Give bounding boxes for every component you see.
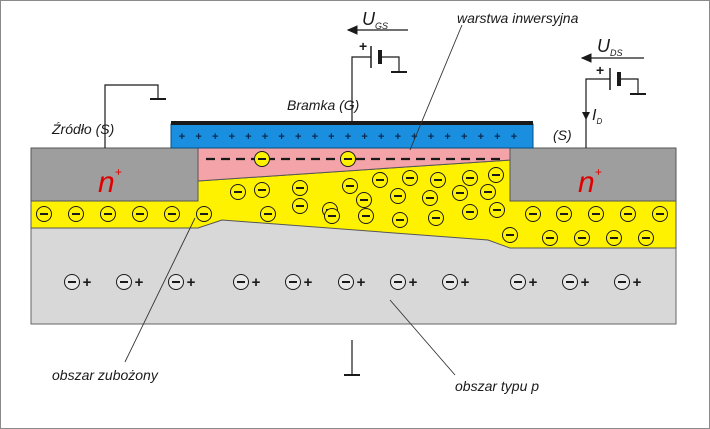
drain-wire <box>585 78 610 148</box>
gate-plus-charge: + <box>511 131 517 143</box>
uds-label: UDS <box>597 36 623 58</box>
depletion-leader-line <box>124 217 196 363</box>
hole-plus: + <box>529 274 538 291</box>
source-label: Źródło (S) <box>51 121 114 137</box>
ugs-wire <box>380 56 400 72</box>
gate-plus-charge: + <box>395 131 401 143</box>
p-region-label: obszar typu p <box>455 378 539 394</box>
drain-n-plus-label: n+ <box>578 165 602 199</box>
gate-label: Bramka (G) <box>287 97 359 113</box>
hole-plus: + <box>409 274 418 291</box>
uds-wire <box>619 78 639 94</box>
inversion-leader-line <box>409 24 463 151</box>
gate-wire <box>351 56 371 121</box>
hole-plus: + <box>633 274 642 291</box>
gate-plus-charge: + <box>262 131 268 143</box>
hole-plus: + <box>187 274 196 291</box>
source-n-plus-label: n+ <box>98 165 122 199</box>
gate-plus-charge: + <box>444 131 450 143</box>
gate-plus-charge: + <box>212 131 218 143</box>
gate-charges: + + + + + + + + + + + + + + + + + + + + + <box>179 131 517 143</box>
gate-plus-charge: + <box>345 131 351 143</box>
gate-plus-charge: + <box>312 131 318 143</box>
gate-plus-charge: + <box>411 131 417 143</box>
id-current-arrow <box>582 112 590 120</box>
source-wire <box>104 84 159 148</box>
gate-plus-charge: + <box>378 131 384 143</box>
gate-plus-charge: + <box>428 131 434 143</box>
depletion-region-label: obszar zubożony <box>52 367 159 383</box>
ugs-plus-sign: + <box>359 38 367 54</box>
ugs-label: UGS <box>362 9 388 31</box>
uds-plus-sign: + <box>596 62 604 78</box>
hole-plus: + <box>581 274 590 291</box>
drain-n-plus-region <box>509 147 677 202</box>
id-label: ID <box>592 107 602 126</box>
hole-plus: + <box>83 274 92 291</box>
hole-plus: + <box>357 274 366 291</box>
gate-plus-charge: + <box>328 131 334 143</box>
gate-plus-charge: + <box>179 131 185 143</box>
source-n-plus-region <box>30 147 199 202</box>
gate-plus-charge: + <box>229 131 235 143</box>
gate-plus-charge: + <box>278 131 284 143</box>
inversion-layer-label: warstwa inwersyjna <box>457 10 579 26</box>
gate-plus-charge: + <box>195 131 201 143</box>
gate-plus-charge: + <box>461 131 467 143</box>
gate-oxide <box>170 123 534 149</box>
p-region-leader-line <box>389 299 456 376</box>
charge-carriers: + + + + + + + + + + + <box>36 151 668 291</box>
hole-plus: + <box>135 274 144 291</box>
gate-plus-charge: + <box>295 131 301 143</box>
hole-plus: + <box>304 274 313 291</box>
gate-metal <box>171 121 533 125</box>
gate-plus-charge: + <box>245 131 251 143</box>
drain-label: (S) <box>553 127 572 143</box>
gate-plus-charge: + <box>494 131 500 143</box>
hole-plus: + <box>461 274 470 291</box>
hole-plus: + <box>252 274 261 291</box>
gate-plus-charge: + <box>478 131 484 143</box>
gate-plus-charge: + <box>361 131 367 143</box>
